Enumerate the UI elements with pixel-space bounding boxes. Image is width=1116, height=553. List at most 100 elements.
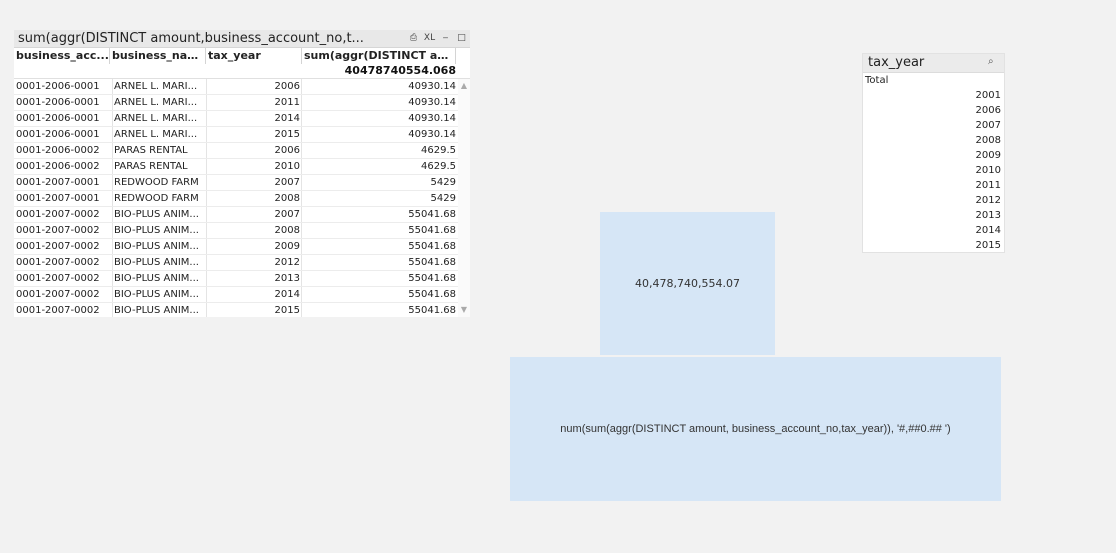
table-cell[interactable]: 4629.5 xyxy=(421,145,456,156)
table-cell[interactable]: 0001-2007-0002 xyxy=(16,209,100,220)
table-cell[interactable]: 2008 xyxy=(206,223,302,238)
table-cell[interactable]: BIO-PLUS ANIM... xyxy=(112,303,206,317)
table-cell[interactable]: BIO-PLUS ANIM... xyxy=(112,207,206,222)
column-header-tax-year[interactable]: tax_year xyxy=(206,48,302,64)
table-cell[interactable]: 5429 xyxy=(430,193,456,204)
print-icon[interactable]: ⎙ xyxy=(409,33,418,43)
table-cell[interactable]: 2006 xyxy=(206,79,302,94)
scroll-up-icon[interactable]: ▲ xyxy=(460,81,468,90)
table-row[interactable]: 0001-2007-0002 BIO-PLUS ANIM...2014 55041.… xyxy=(14,287,470,303)
table-cell[interactable]: 2008 xyxy=(206,191,302,206)
straight-table[interactable]: sum(aggr(DISTINCT amount,business_accoun… xyxy=(14,30,470,317)
scroll-down-icon[interactable]: ▼ xyxy=(460,305,468,314)
table-row[interactable]: 0001-2007-0002 BIO-PLUS ANIM...2013 55041.… xyxy=(14,271,470,287)
table-cell[interactable]: 0001-2006-0002 xyxy=(16,145,100,156)
table-cell[interactable]: 0001-2006-0002 xyxy=(16,161,100,172)
excel-icon[interactable]: XL xyxy=(423,33,436,43)
listbox-item[interactable]: 2015 xyxy=(975,240,1001,251)
vertical-scrollbar[interactable]: ▲ ▼ xyxy=(458,79,470,317)
table-row[interactable]: 0001-2006-0001 ARNEL L. MARI...2006 40930.… xyxy=(14,79,470,95)
listbox-item[interactable]: 2011 xyxy=(975,180,1001,191)
table-cell[interactable]: 2014 xyxy=(206,287,302,302)
listbox-item[interactable]: 2010 xyxy=(975,165,1001,176)
table-cell[interactable]: ARNEL L. MARI... xyxy=(112,111,206,126)
table-cell[interactable]: BIO-PLUS ANIM... xyxy=(112,255,206,270)
table-cell[interactable]: BIO-PLUS ANIM... xyxy=(112,271,206,286)
search-icon[interactable]: ⌕ xyxy=(988,56,994,67)
table-cell[interactable]: 0001-2007-0001 xyxy=(16,193,100,204)
table-cell[interactable]: 0001-2006-0001 xyxy=(16,81,100,92)
table-row[interactable]: 0001-2007-0002 BIO-PLUS ANIM...2007 55041.… xyxy=(14,207,470,223)
table-cell[interactable]: 2012 xyxy=(206,255,302,270)
table-cell[interactable]: 55041.68 xyxy=(408,305,456,316)
table-caption[interactable]: sum(aggr(DISTINCT amount,business_accoun… xyxy=(14,30,470,48)
table-cell[interactable]: ARNEL L. MARI... xyxy=(112,79,206,94)
table-cell[interactable]: 40930.14 xyxy=(408,129,456,140)
maximize-icon[interactable]: □ xyxy=(457,33,466,43)
table-cell[interactable]: 2014 xyxy=(206,111,302,126)
table-cell[interactable]: 2007 xyxy=(206,207,302,222)
minimize-icon[interactable]: ‒ xyxy=(442,33,449,43)
table-cell[interactable]: 4629.5 xyxy=(421,161,456,172)
table-cell[interactable]: 2013 xyxy=(206,271,302,286)
expression-text-object[interactable]: num(sum(aggr(DISTINCT amount, business_a… xyxy=(510,357,1001,501)
table-cell[interactable]: 2015 xyxy=(206,303,302,317)
table-cell[interactable]: 0001-2006-0001 xyxy=(16,113,100,124)
listbox-item[interactable]: 2007 xyxy=(975,120,1001,131)
table-cell[interactable]: 0001-2006-0001 xyxy=(16,129,100,140)
table-cell[interactable]: 0001-2007-0002 xyxy=(16,241,100,252)
table-cell[interactable]: 0001-2007-0002 xyxy=(16,257,100,268)
table-cell[interactable]: 55041.68 xyxy=(408,209,456,220)
table-cell[interactable]: 5429 xyxy=(430,177,456,188)
listbox-item[interactable]: 2006 xyxy=(975,105,1001,116)
table-cell[interactable]: 55041.68 xyxy=(408,289,456,300)
table-cell[interactable]: PARAS RENTAL xyxy=(112,143,206,158)
table-cell[interactable]: 55041.68 xyxy=(408,257,456,268)
table-row[interactable]: 0001-2007-0002 BIO-PLUS ANIM...2012 55041.… xyxy=(14,255,470,271)
listbox-item[interactable]: 2014 xyxy=(975,225,1001,236)
table-cell[interactable]: REDWOOD FARM xyxy=(112,191,206,206)
table-cell[interactable]: BIO-PLUS ANIM... xyxy=(112,287,206,302)
listbox-item[interactable]: 2013 xyxy=(975,210,1001,221)
table-cell[interactable]: 2010 xyxy=(206,159,302,174)
table-cell[interactable]: 0001-2007-0002 xyxy=(16,225,100,236)
table-cell[interactable]: 0001-2007-0002 xyxy=(16,273,100,284)
table-row[interactable]: 0001-2006-0001 ARNEL L. MARI...2014 40930.… xyxy=(14,111,470,127)
column-header-business-account[interactable]: business_acc... xyxy=(16,48,110,64)
listbox-item[interactable]: 2008 xyxy=(975,135,1001,146)
table-cell[interactable]: BIO-PLUS ANIM... xyxy=(112,239,206,254)
table-cell[interactable]: 2011 xyxy=(206,95,302,110)
table-cell[interactable]: REDWOOD FARM xyxy=(112,175,206,190)
table-cell[interactable]: 0001-2007-0002 xyxy=(16,305,100,316)
table-row[interactable]: 0001-2007-0002 BIO-PLUS ANIM...2015 55041.… xyxy=(14,303,470,317)
table-cell[interactable]: 2006 xyxy=(206,143,302,158)
listbox-item[interactable]: 2012 xyxy=(975,195,1001,206)
table-cell[interactable]: 2007 xyxy=(206,175,302,190)
listbox-item[interactable]: 2001 xyxy=(975,90,1001,101)
table-cell[interactable]: PARAS RENTAL xyxy=(112,159,206,174)
table-cell[interactable]: ARNEL L. MARI... xyxy=(112,127,206,142)
table-cell[interactable]: 55041.68 xyxy=(408,225,456,236)
column-header-business-name[interactable]: business_name xyxy=(112,48,206,64)
table-cell[interactable]: 0001-2007-0002 xyxy=(16,289,100,300)
table-cell[interactable]: 40930.14 xyxy=(408,113,456,124)
table-cell[interactable]: 55041.68 xyxy=(408,273,456,284)
table-cell[interactable]: 55041.68 xyxy=(408,241,456,252)
table-row[interactable]: 0001-2007-0002 BIO-PLUS ANIM...2009 55041.… xyxy=(14,239,470,255)
table-cell[interactable]: 2009 xyxy=(206,239,302,254)
table-cell[interactable]: 40930.14 xyxy=(408,81,456,92)
table-cell[interactable]: BIO-PLUS ANIM... xyxy=(112,223,206,238)
table-cell[interactable]: 0001-2006-0001 xyxy=(16,97,100,108)
table-cell[interactable]: 40930.14 xyxy=(408,97,456,108)
table-cell[interactable]: 0001-2007-0001 xyxy=(16,177,100,188)
listbox-item[interactable]: 2009 xyxy=(975,150,1001,161)
total-text-object[interactable]: 40,478,740,554.07 xyxy=(600,212,775,355)
table-row[interactable]: 0001-2007-0002 BIO-PLUS ANIM...2008 55041.… xyxy=(14,223,470,239)
